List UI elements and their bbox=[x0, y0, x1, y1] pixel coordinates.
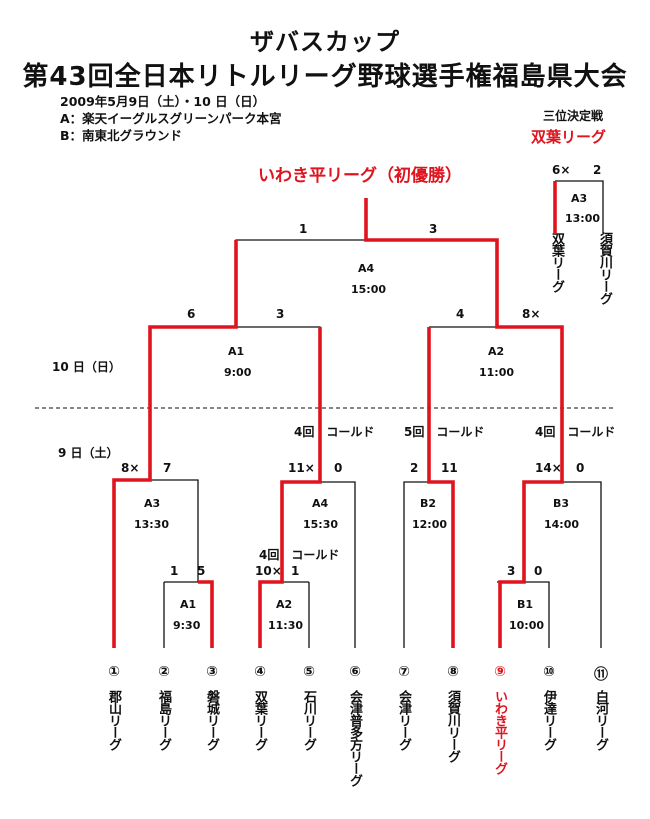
semi-right-score-right: 8× bbox=[522, 307, 541, 321]
r1c-field: B1 bbox=[517, 598, 534, 611]
bracket-winner-path bbox=[112, 181, 564, 648]
semi-left-score-right: 3 bbox=[276, 307, 285, 321]
team-11-name: 白河リーグ bbox=[593, 690, 608, 750]
third-place-score-right: 2 bbox=[593, 163, 602, 177]
third-place-team-right: 須賀川リーグ bbox=[597, 232, 612, 304]
team-10-name: 伊達リーグ bbox=[541, 690, 556, 750]
champion-label: いわき平リーグ（初優勝） bbox=[258, 166, 462, 186]
bracket-black-lines bbox=[114, 180, 604, 648]
team-6-name: 会津普多方リーグ bbox=[347, 690, 362, 786]
qf3-time: 12:00 bbox=[412, 518, 448, 531]
final-score-left: 1 bbox=[299, 222, 308, 236]
r1b-score-left: 10× bbox=[255, 564, 282, 578]
qf4-note: 4回 コールド bbox=[535, 425, 616, 439]
r1a-time: 9:30 bbox=[173, 619, 201, 632]
team-1-number: ① bbox=[108, 664, 120, 680]
third-place-title: 三位決定戦 bbox=[543, 109, 604, 123]
r1b-score-right: 1 bbox=[291, 564, 300, 578]
third-place-score-left: 6× bbox=[552, 163, 571, 177]
r1c-score-right: 0 bbox=[534, 564, 543, 578]
qf3-note: 5回 コールド bbox=[404, 425, 485, 439]
r1b-time: 11:30 bbox=[268, 619, 304, 632]
qf4-score-right: 0 bbox=[576, 461, 585, 475]
tournament-subtitle: 第43回全日本リトルリーグ野球選手権福島県大会 bbox=[22, 62, 628, 92]
qf4-time: 14:00 bbox=[544, 518, 580, 531]
qf1-score-right: 7 bbox=[163, 461, 172, 475]
qf2-field: A4 bbox=[312, 497, 329, 510]
qf1-score-left: 8× bbox=[121, 461, 140, 475]
team-8-number: ⑧ bbox=[447, 664, 459, 680]
team-6-number: ⑥ bbox=[349, 664, 361, 680]
team-9-number: ⑨ bbox=[494, 664, 506, 680]
final-field: A4 bbox=[358, 262, 375, 275]
team-9-name: いわき平リーグ bbox=[492, 690, 507, 774]
semi-left-field: A1 bbox=[228, 345, 245, 358]
team-11-number: ⑪ bbox=[594, 667, 608, 683]
semi-left-score-left: 6 bbox=[187, 307, 196, 321]
r1a-score-right: 5 bbox=[197, 564, 206, 578]
date-line: 2009年5月9日（土）・10 日（日） bbox=[60, 94, 266, 109]
semi-right-score-left: 4 bbox=[456, 307, 465, 321]
semi-right-field: A2 bbox=[488, 345, 505, 358]
third-place-team-left: 双葉リーグ bbox=[549, 232, 564, 292]
third-place-field: A3 bbox=[571, 192, 588, 205]
team-5-name: 石川リーグ bbox=[301, 690, 316, 750]
qf1-field: A3 bbox=[144, 497, 161, 510]
day2-label: 10 日（日） bbox=[52, 360, 121, 374]
team-2-number: ② bbox=[158, 664, 170, 680]
venue-b: B：南東北グラウンド bbox=[60, 128, 183, 143]
qf2-note: 4回 コールド bbox=[294, 425, 375, 439]
team-7-name: 会津リーグ bbox=[396, 690, 411, 750]
r1a-field: A1 bbox=[180, 598, 197, 611]
third-place-winner: 双葉リーグ bbox=[531, 128, 607, 146]
team-4-number: ④ bbox=[254, 664, 266, 680]
qf3-score-left: 2 bbox=[410, 461, 419, 475]
venue-a: A：楽天イーグルスグリーンパーク本宮 bbox=[60, 111, 282, 126]
r1c-time: 10:00 bbox=[509, 619, 545, 632]
team-2-name: 福島リーグ bbox=[156, 690, 171, 750]
qf2-score-left: 11× bbox=[288, 461, 315, 475]
team-3-name: 磐城リーグ bbox=[204, 690, 219, 750]
qf4-field: B3 bbox=[553, 497, 570, 510]
r1c-score-left: 3 bbox=[507, 564, 516, 578]
third-place-time: 13:00 bbox=[565, 212, 601, 225]
team-4-name: 双葉リーグ bbox=[252, 690, 267, 750]
team-7-number: ⑦ bbox=[398, 664, 410, 680]
qf3-field: B2 bbox=[420, 497, 437, 510]
team-5-number: ⑤ bbox=[303, 664, 315, 680]
qf1-time: 13:30 bbox=[134, 518, 170, 531]
semi-right-time: 11:00 bbox=[479, 366, 515, 379]
r1b-field: A2 bbox=[276, 598, 293, 611]
final-score-right: 3 bbox=[429, 222, 438, 236]
team-8-name: 須賀川リーグ bbox=[445, 690, 460, 762]
qf2-score-right: 0 bbox=[334, 461, 343, 475]
team-3-number: ③ bbox=[206, 664, 218, 680]
qf2-time: 15:30 bbox=[303, 518, 339, 531]
qf4-score-left: 14× bbox=[535, 461, 562, 475]
r1b-note: 4回 コールド bbox=[259, 548, 340, 562]
day1-label: 9 日（土） bbox=[58, 446, 119, 460]
semi-left-time: 9:00 bbox=[224, 366, 252, 379]
tournament-title: ザバスカップ bbox=[250, 28, 400, 56]
qf3-score-right: 11 bbox=[441, 461, 458, 475]
team-1-name: 郡山リーグ bbox=[106, 690, 121, 750]
r1a-score-left: 1 bbox=[170, 564, 179, 578]
team-10-number: ⑩ bbox=[543, 664, 555, 680]
final-time: 15:00 bbox=[351, 283, 387, 296]
